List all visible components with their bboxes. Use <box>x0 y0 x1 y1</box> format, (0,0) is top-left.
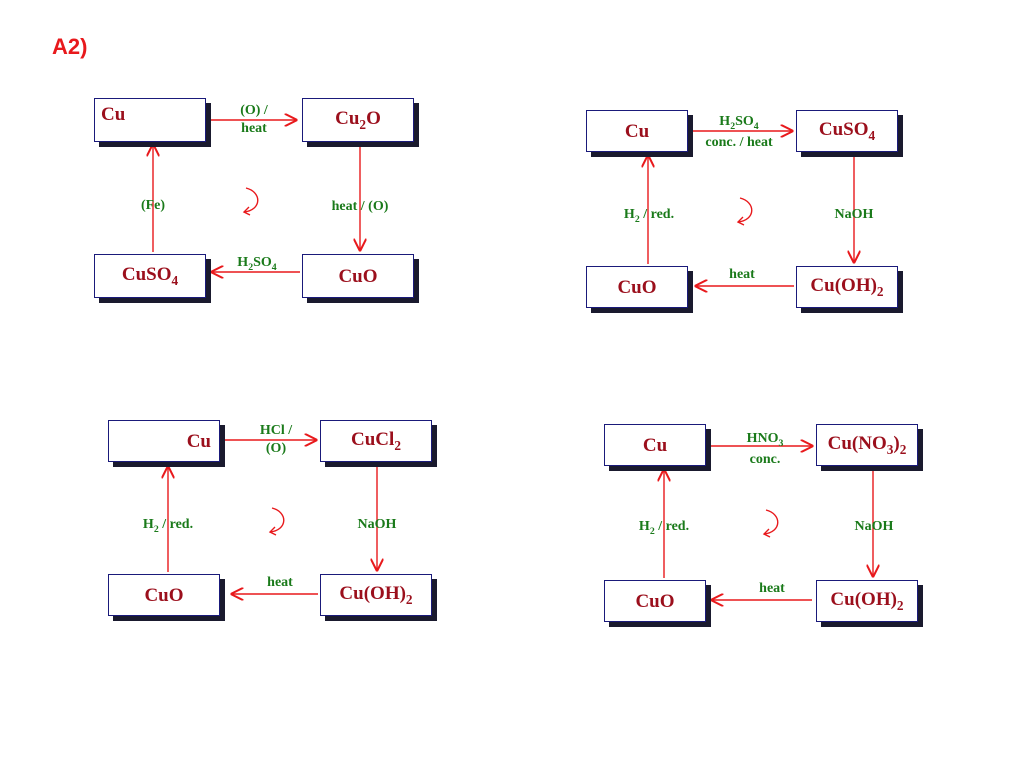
reagent-label-left: H2 / red. <box>639 518 689 539</box>
species-box-top-left: Cu <box>604 424 706 466</box>
reagent-label-left: H2 / red. <box>143 516 193 537</box>
species-box-bottom-right: Cu(OH)2 <box>816 580 918 622</box>
reagent-label-bottom: heat <box>267 574 293 592</box>
reagent-label-right: heat / (O) <box>332 198 389 216</box>
species-box-top-left: Cu <box>94 98 206 142</box>
cycle-icon-arrowhead <box>736 216 745 226</box>
clockwise-cycle-icon <box>269 507 285 533</box>
reagent-label-left: H2 / red. <box>624 206 674 227</box>
reagent-label-line: NaOH <box>357 517 397 532</box>
species-box-top-right: Cu(NO3)2 <box>816 424 918 466</box>
reagent-label-line: HNO3 <box>746 431 784 449</box>
species-formula: Cu(OH)2 <box>339 582 413 607</box>
reagent-label-line: NaOH <box>834 207 874 222</box>
species-formula: Cu <box>186 430 211 452</box>
clockwise-cycle-icon <box>243 187 259 213</box>
species-box-top-right: CuSO4 <box>796 110 898 152</box>
reagent-label-top: (O) / heat <box>240 102 268 138</box>
reagent-label-line: conc. <box>749 451 781 467</box>
reagent-label-line: (Fe) <box>140 198 166 213</box>
reagent-label-line: heat <box>759 581 785 596</box>
species-box-bottom-right: CuO <box>302 254 414 298</box>
reagent-label-left: (Fe) <box>141 197 165 215</box>
reagent-label-line: H2 / red. <box>142 517 194 535</box>
cycle-icon-arrowhead <box>268 526 277 536</box>
species-box-bottom-left: CuO <box>586 266 688 308</box>
clockwise-cycle-icon <box>763 509 779 535</box>
reagent-label-right: NaOH <box>855 518 894 536</box>
reagent-label-right: NaOH <box>835 206 874 224</box>
species-formula: CuO <box>144 584 184 606</box>
reagent-label-line: H2 / red. <box>638 519 690 537</box>
species-formula: Cu(OH)2 <box>830 588 904 613</box>
reagent-label-bottom: heat <box>759 580 785 598</box>
species-formula: Cu2O <box>335 107 381 132</box>
species-box-bottom-right: Cu(OH)2 <box>320 574 432 616</box>
reagent-label-top: HNO3 conc. <box>747 430 784 469</box>
species-formula: Cu <box>642 434 668 456</box>
species-formula: CuSO4 <box>121 263 179 288</box>
species-box-top-right: CuCl2 <box>320 420 432 462</box>
reagent-label-line: (O) <box>265 441 287 457</box>
species-formula: CuO <box>338 265 378 287</box>
reagent-label-right: NaOH <box>358 516 397 534</box>
reagent-label-line: (O) / <box>240 103 268 118</box>
species-box-bottom-left: CuO <box>108 574 220 616</box>
species-formula: CuO <box>617 276 657 298</box>
reagent-label-line: heat <box>729 267 755 282</box>
reagent-label-line: NaOH <box>854 519 894 534</box>
species-formula: Cu(OH)2 <box>810 274 884 299</box>
cycle-icon-arrowhead <box>762 528 771 538</box>
reagent-label-line: H2 / red. <box>623 207 675 225</box>
reagent-label-line: HCl / <box>259 423 293 438</box>
species-box-top-left: Cu <box>108 420 220 462</box>
slide-title: A2) <box>52 34 88 59</box>
reagent-label-line: heat <box>241 121 267 137</box>
species-formula: Cu <box>624 120 650 142</box>
reagent-label-line: heat / (O) <box>331 199 389 214</box>
reagent-label-bottom: heat <box>729 266 755 284</box>
reagent-label-line: H2SO4 <box>719 114 759 132</box>
reagent-label-line: conc. / heat <box>705 134 773 150</box>
reagent-label-top: H2SO4 conc. / heat <box>705 113 772 152</box>
reagent-label-line: H2SO4 <box>237 255 277 273</box>
cycle-icon-arrowhead <box>242 206 251 216</box>
species-formula: Cu <box>101 104 126 125</box>
species-formula: Cu(NO3)2 <box>827 432 907 457</box>
species-box-bottom-left: CuO <box>604 580 706 622</box>
species-formula: CuCl2 <box>351 428 401 453</box>
reagent-label-top: HCl / (O) <box>260 422 292 458</box>
species-box-top-right: Cu2O <box>302 98 414 142</box>
reagent-label-bottom: H2SO4 <box>237 254 276 275</box>
clockwise-cycle-icon <box>737 197 753 223</box>
reagent-label-line: heat <box>267 575 293 590</box>
species-formula: CuO <box>635 590 675 612</box>
species-box-bottom-left: CuSO4 <box>94 254 206 298</box>
species-box-top-left: Cu <box>586 110 688 152</box>
species-formula: CuSO4 <box>818 118 876 143</box>
species-box-bottom-right: Cu(OH)2 <box>796 266 898 308</box>
